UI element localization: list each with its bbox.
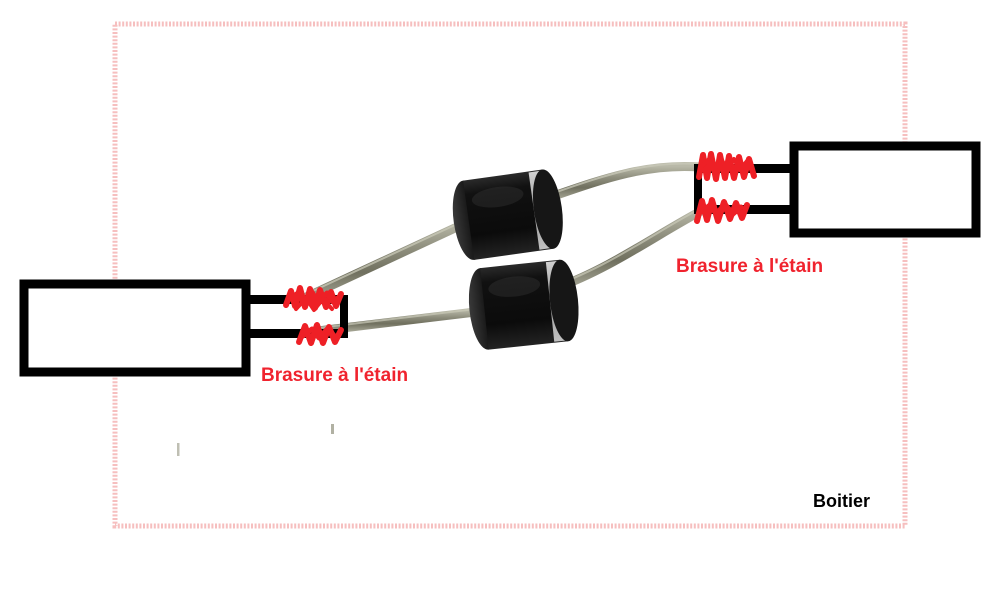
solder-mark-right-upper-2	[700, 156, 754, 173]
wire-leads	[295, 161, 710, 336]
diode-upper-body-sheen	[471, 186, 524, 208]
solder-mark-left-upper-3	[294, 296, 334, 312]
solder-mark-right-upper	[696, 151, 757, 182]
terminal-block-left-housing	[19, 279, 251, 377]
diode-lower-body	[480, 259, 569, 350]
artifact-speck-2	[331, 424, 334, 434]
solder-mark-left-lower-2	[300, 325, 339, 341]
label-solder-left: Brasure à l'étain	[261, 365, 409, 386]
diode-lower-right-cap	[549, 259, 579, 342]
artifact-speck-1	[177, 443, 180, 456]
diode-upper-right-cap	[532, 169, 563, 249]
terminal-block-left-lead-end	[340, 295, 348, 338]
label-solder-right: Brasure à l'étain	[676, 256, 824, 277]
label-enclosure: Boitier	[813, 491, 871, 511]
wire-lower-to-right-highlight	[555, 205, 706, 286]
solder-mark-right-lower-2	[698, 201, 744, 217]
wire-left-upper-highlight	[299, 217, 471, 298]
solder-mark-left-upper-2	[287, 289, 343, 306]
terminal-block-right	[694, 141, 981, 238]
wire-upper-to-right	[540, 161, 705, 204]
wire-left-upper	[295, 216, 475, 305]
enclosure-boundary	[112, 21, 908, 529]
diode-lower	[468, 259, 579, 350]
wire-lower-to-right	[551, 204, 710, 293]
solder-marks	[283, 151, 757, 346]
terminal-block-left	[19, 279, 348, 377]
diode-lower-body-sheen	[488, 276, 541, 297]
diode-upper	[452, 169, 563, 260]
terminal-block-left-lead-lower	[246, 329, 348, 338]
diode-upper-body	[463, 169, 554, 260]
terminal-block-right-housing	[789, 141, 981, 238]
terminal-block-right-lead-end	[694, 164, 702, 214]
wire-upper-to-right-highlight	[544, 162, 701, 197]
solder-mark-left-upper	[283, 285, 344, 311]
